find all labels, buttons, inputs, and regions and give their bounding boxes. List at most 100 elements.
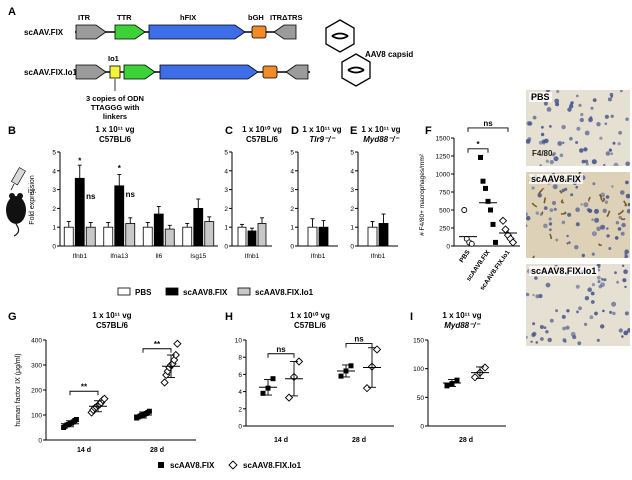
nucleus bbox=[609, 92, 614, 97]
nucleus bbox=[616, 280, 619, 284]
histology-pbs-texture bbox=[526, 90, 630, 166]
significance-label: ns bbox=[126, 190, 136, 199]
nucleus bbox=[621, 335, 624, 338]
y-tick-label: 2 bbox=[224, 206, 228, 213]
nucleus bbox=[575, 222, 580, 227]
nucleus bbox=[579, 148, 584, 153]
nucleus bbox=[591, 283, 595, 287]
nucleus bbox=[543, 223, 548, 229]
nucleus bbox=[614, 271, 617, 275]
construct2-name: scAAV.FIX.Io1 bbox=[24, 68, 77, 77]
nucleus bbox=[575, 207, 580, 212]
data-point bbox=[73, 417, 79, 422]
nucleus bbox=[627, 327, 630, 333]
nucleus bbox=[606, 234, 610, 238]
legend-label-io1: scAAV8.FIX.Io1 bbox=[255, 288, 314, 297]
nucleus bbox=[526, 335, 528, 339]
nucleus bbox=[615, 221, 620, 225]
data-point bbox=[485, 198, 491, 204]
io1-note-line3: linkers bbox=[103, 112, 127, 121]
nucleus bbox=[543, 326, 547, 329]
ttr-promoter bbox=[114, 24, 146, 40]
panel-i-strain: Myd88⁻/⁻ bbox=[444, 321, 480, 330]
nucleus bbox=[621, 222, 626, 228]
nucleus bbox=[605, 151, 611, 156]
nucleus bbox=[581, 159, 586, 164]
bar-scaav8-fix-io1-ifnb1 bbox=[85, 226, 96, 247]
nucleus bbox=[570, 193, 574, 197]
nucleus bbox=[603, 278, 607, 282]
data-point bbox=[480, 178, 486, 184]
nucleus bbox=[591, 252, 595, 256]
y-tick-label: 2 bbox=[290, 206, 294, 213]
itr-trs-label: ITRΔTRS bbox=[270, 13, 302, 22]
y-tick-label: 3 bbox=[224, 187, 228, 194]
nucleus bbox=[592, 98, 597, 102]
legend-gi: scAAV8.FIX scAAV8.FIX.Io1 bbox=[158, 460, 302, 470]
nucleus bbox=[579, 117, 584, 123]
nucleus bbox=[612, 141, 616, 145]
sig-f-1-label: * bbox=[476, 140, 480, 149]
panel-h-strain: C57BL/6 bbox=[294, 321, 327, 330]
sig-h-1-label: ns bbox=[276, 345, 286, 354]
data-point bbox=[100, 394, 109, 403]
y-axis-title: human factor IX (μg/ml) bbox=[15, 353, 22, 426]
nucleus bbox=[556, 90, 560, 94]
nucleus bbox=[537, 193, 542, 198]
y-tick-label: 300 bbox=[31, 363, 42, 370]
y-tick-label: 2 bbox=[350, 206, 354, 213]
f480-stain-spot bbox=[541, 211, 544, 215]
nucleus bbox=[554, 98, 560, 104]
construct1-name: scAAV.FIX bbox=[24, 28, 64, 37]
histology-pbs-image: PBS F4/80 bbox=[526, 90, 630, 166]
x-tick-label: 14 d bbox=[77, 447, 91, 454]
nucleus bbox=[596, 226, 601, 232]
nucleus bbox=[567, 107, 572, 112]
nucleus bbox=[535, 341, 539, 344]
sig-f-2-bracket bbox=[467, 127, 509, 132]
panel-letter-e: E bbox=[350, 125, 357, 137]
nucleus bbox=[624, 311, 629, 316]
y-tick-label: 0 bbox=[238, 424, 242, 431]
legend-swatch-fix bbox=[165, 287, 179, 296]
bar-scaav8-fix-io1-ifna13 bbox=[125, 223, 136, 247]
nucleus bbox=[575, 185, 578, 189]
nucleus bbox=[612, 311, 616, 316]
nucleus bbox=[596, 122, 601, 127]
bar-scaav8-fix-ifnb1 bbox=[74, 177, 85, 247]
y-tick-label: 0 bbox=[446, 244, 450, 251]
panel-letter-d: D bbox=[291, 125, 299, 137]
nucleus bbox=[531, 186, 535, 190]
f480-stain-spot bbox=[620, 218, 626, 221]
nucleus bbox=[624, 254, 628, 258]
nucleus bbox=[540, 337, 544, 341]
nucleus bbox=[561, 124, 566, 130]
data-point bbox=[508, 238, 518, 247]
bar-pbs-ifnb1 bbox=[63, 226, 74, 247]
panel-letter-f: F bbox=[425, 125, 432, 137]
f480-stain-spot bbox=[601, 197, 606, 203]
data-point bbox=[480, 363, 490, 372]
nucleus bbox=[540, 132, 545, 137]
ttr-promoter-2 bbox=[123, 64, 156, 80]
legend-swatch-pbs bbox=[117, 287, 131, 296]
nucleus bbox=[549, 318, 554, 323]
x-tick-label: 28 d bbox=[150, 447, 164, 454]
nucleus bbox=[584, 130, 590, 136]
nucleus bbox=[610, 114, 614, 118]
y-tick-label: 3 bbox=[350, 187, 354, 194]
y-tick-label: 0 bbox=[38, 438, 42, 445]
nucleus bbox=[588, 117, 593, 123]
nucleus bbox=[597, 264, 601, 267]
y-tick-label: 0 bbox=[52, 244, 56, 251]
data-point bbox=[454, 377, 460, 383]
nucleus bbox=[547, 337, 552, 343]
x-tick-label: 14 d bbox=[274, 437, 288, 444]
data-point bbox=[468, 240, 475, 247]
nucleus bbox=[553, 156, 559, 162]
y-tick-label: 200 bbox=[31, 388, 42, 395]
nucleus bbox=[569, 104, 574, 109]
nucleus bbox=[594, 208, 599, 214]
